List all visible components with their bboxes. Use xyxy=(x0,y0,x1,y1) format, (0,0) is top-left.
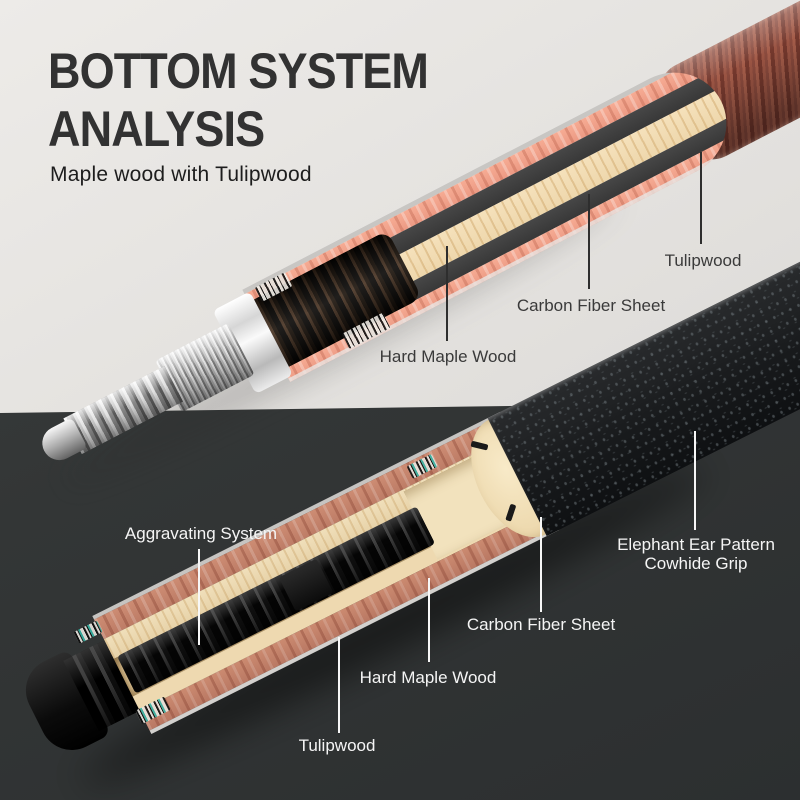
page-subtitle: Maple wood with Tulipwood xyxy=(50,163,312,186)
label-aggravating-system: Aggravating System xyxy=(124,524,278,543)
carbon-fiber-cross-mark xyxy=(505,503,517,522)
decorative-ring xyxy=(73,620,103,644)
label-carbon-fiber-bottom: Carbon Fiber Sheet xyxy=(466,615,616,634)
label-cowhide-grip: Elephant Ear Pattern Cowhide Grip xyxy=(617,535,775,573)
label-tulipwood-top: Tulipwood xyxy=(664,251,742,270)
leader-line-maple-top xyxy=(446,246,448,341)
page-title-line2: ANALYSIS xyxy=(48,101,265,157)
leader-line-tulipwood-bottom xyxy=(338,637,340,733)
leader-line-tulipwood-top xyxy=(700,152,702,244)
label-hard-maple-bottom: Hard Maple Wood xyxy=(359,668,497,687)
label-carbon-fiber-top: Carbon Fiber Sheet xyxy=(516,296,666,315)
leader-line-maple-bottom xyxy=(428,578,430,662)
label-cowhide-grip-line2: Cowhide Grip xyxy=(644,554,748,573)
leader-line-carbon-top xyxy=(588,194,590,289)
label-tulipwood-bottom: Tulipwood xyxy=(298,736,376,755)
carbon-fiber-cross-mark xyxy=(470,440,489,451)
leader-line-aggravating xyxy=(198,549,200,645)
leader-line-grip xyxy=(694,431,696,530)
label-hard-maple-top: Hard Maple Wood xyxy=(379,347,517,366)
leader-line-carbon-bottom xyxy=(540,517,542,612)
label-cowhide-grip-line1: Elephant Ear Pattern xyxy=(617,535,775,554)
page-title-line1: BOTTOM SYSTEM xyxy=(48,43,429,99)
